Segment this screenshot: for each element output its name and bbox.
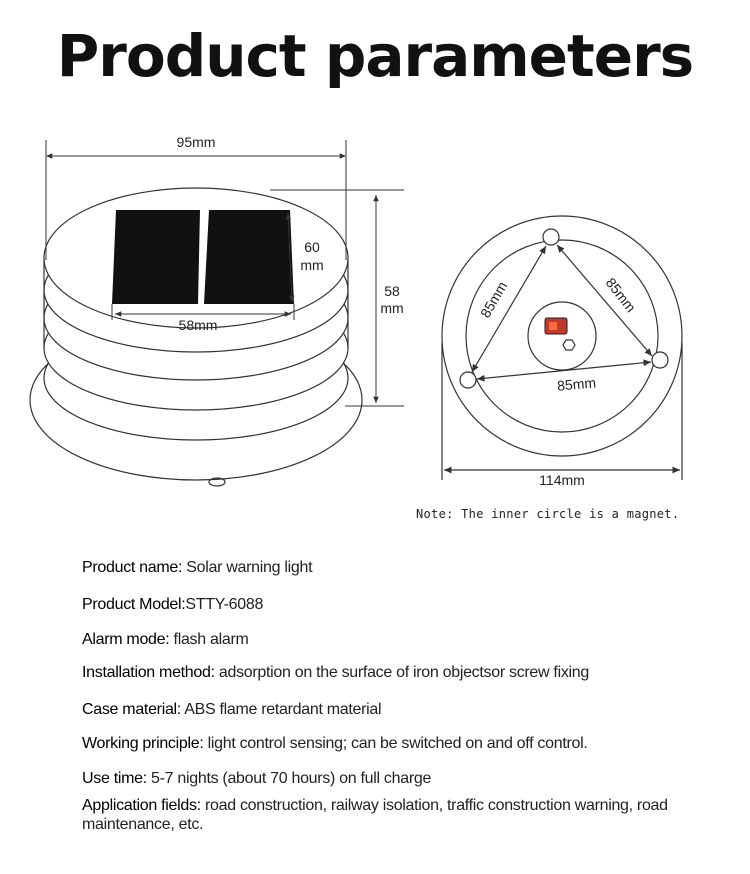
spec-working-principle: Working principle: light control sensing… (82, 735, 588, 753)
spec-value: flash alarm (169, 631, 249, 648)
spec-product-name: Product name: Solar warning light (82, 559, 313, 577)
product-diagram: 95mm 60 mm 58mm 58 mm 85mm 85mm 85mm 114… (29, 134, 683, 488)
spec-value: 5-7 nights (about 70 hours) on full char… (146, 770, 432, 787)
spec-value: Solar warning light (182, 559, 313, 576)
dim-panel-height-label-1: 60 (304, 239, 320, 255)
dim-panel-height-label-2: mm (300, 257, 323, 273)
dim-height-label-2: mm (380, 300, 403, 316)
page-title: Product parameters (56, 22, 694, 90)
spec-value: road construction, railway isolation, tr… (82, 797, 668, 833)
spec-key: Product name: (82, 559, 183, 576)
spec-key: Application fields: (82, 797, 201, 814)
spec-key: Working principle: (82, 735, 204, 752)
spec-use-time: Use time: 5-7 nights (about 70 hours) on… (82, 770, 431, 788)
spec-case-material: Case material: ABS flame retardant mater… (82, 701, 382, 719)
spec-application-fields: Application fields: road construction, r… (82, 796, 702, 834)
bottom-view (441, 215, 683, 480)
spec-value: STTY-6088 (185, 596, 264, 613)
spec-product-model: Product Model:STTY-6088 (82, 596, 263, 614)
spec-key: Use time: (82, 770, 147, 787)
spec-key: Case material: (82, 701, 181, 718)
spec-key: Installation method: (82, 664, 215, 681)
dim-line-triangle-right (556, 244, 653, 357)
spec-value: adsorption on the surface of iron object… (214, 664, 589, 681)
dim-width-label: 95mm (177, 134, 216, 150)
spec-value: light control sensing; can be switched o… (203, 735, 588, 752)
solar-panel (112, 210, 294, 304)
dim-base-width-label: 114mm (539, 472, 585, 488)
spec-key: Alarm mode: (82, 631, 170, 648)
dim-line-triangle-left (471, 245, 547, 373)
dim-triangle-bottom-label: 85mm (556, 374, 596, 393)
spec-alarm-mode: Alarm mode: flash alarm (82, 631, 249, 649)
magnet-note: Note: The inner circle is a magnet. (416, 507, 680, 521)
dim-line-triangle-bottom (476, 359, 652, 382)
power-switch-rocker (549, 322, 557, 330)
magnet-inner-circle (465, 239, 659, 433)
spec-installation-method: Installation method: adsorption on the s… (82, 664, 589, 682)
dim-line-panel-height (285, 212, 295, 303)
dim-height-label-1: 58 (384, 283, 400, 299)
spec-key: Product Model: (82, 596, 186, 613)
dim-panel-width-label: 58mm (179, 317, 218, 333)
spec-value: ABS flame retardant material (180, 701, 382, 718)
